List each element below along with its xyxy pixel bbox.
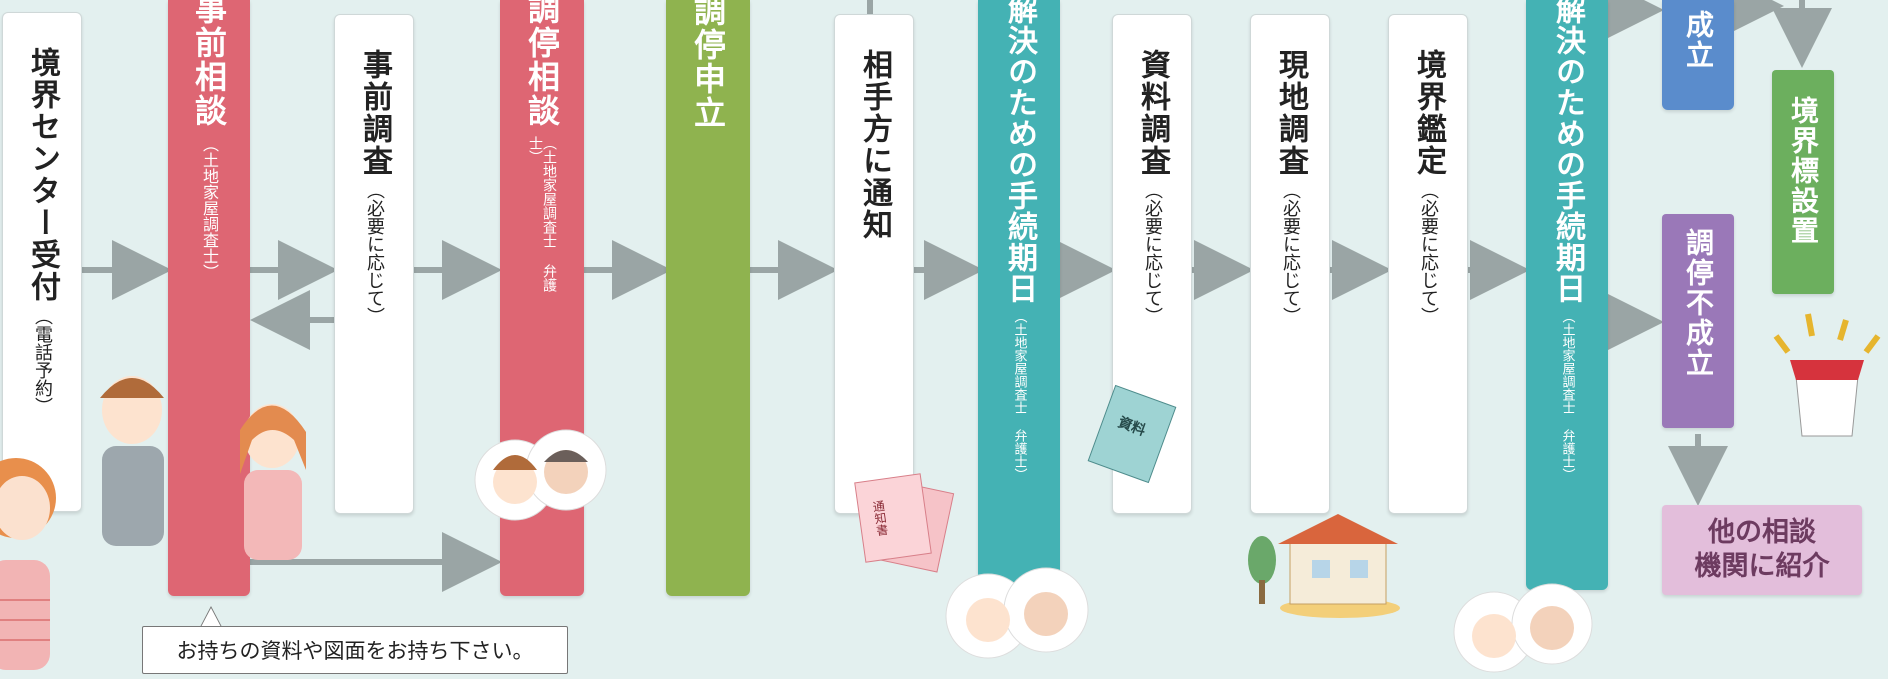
step-notify: 相手方に通知 bbox=[834, 14, 914, 514]
step-boundary-appraisal: 境界鑑定 （必要に応じて） bbox=[1388, 14, 1468, 514]
step-field-survey: 現地調査 （必要に応じて） bbox=[1250, 14, 1330, 514]
step-mediation-apply-title: 調停申立 bbox=[689, 0, 727, 130]
step-pre-consult-title: 事前相談 bbox=[190, 0, 228, 128]
step-pre-survey-title: 事前調査 bbox=[357, 49, 392, 177]
step-pre-consult-sub: （土地家屋調査士） bbox=[200, 136, 219, 280]
step-not-settled: 調停不成立 bbox=[1662, 214, 1734, 428]
step-notify-title: 相手方に通知 bbox=[857, 49, 892, 241]
callout-text: お持ちの資料や図面をお持ち下さい。 bbox=[176, 639, 534, 663]
step-procedure-date-2-sub: （土地家屋調査士 弁護士） bbox=[1559, 310, 1575, 481]
step-mediation-consult-title: 調停相談 bbox=[523, 0, 561, 128]
step-reception-title: 境界センター受付 bbox=[25, 47, 60, 303]
step-mediation-apply: 調停申立 bbox=[666, 0, 750, 596]
step-boundary-appraisal-sub: （必要に応じて） bbox=[1418, 181, 1439, 325]
step-reception-sub: （電話予約） bbox=[32, 307, 53, 415]
step-procedure-date-1: 解決のための手続期日 （土地家屋調査士 弁護士） bbox=[978, 0, 1060, 590]
step-procedure-date-2: 解決のための手続期日 （土地家屋調査士 弁護士） bbox=[1526, 0, 1608, 590]
step-pre-survey-sub: （必要に応じて） bbox=[364, 181, 385, 325]
step-document-survey-title: 資料調査 bbox=[1135, 49, 1170, 177]
step-document-survey: 資料調査 （必要に応じて） bbox=[1112, 14, 1192, 514]
step-procedure-date-2-title: 解決のための手続期日 bbox=[1550, 0, 1585, 304]
step-boundary-appraisal-title: 境界鑑定 bbox=[1411, 49, 1446, 177]
step-procedure-date-1-sub: （土地家屋調査士 弁護士） bbox=[1011, 310, 1027, 481]
step-not-settled-title: 調停不成立 bbox=[1682, 228, 1715, 378]
step-referral-line1: 他の相談 bbox=[1708, 517, 1816, 549]
step-reception: 境界センター受付 （電話予約） bbox=[2, 12, 82, 512]
step-pre-consult: 事前相談 （土地家屋調査士） bbox=[168, 0, 250, 596]
step-field-survey-title: 現地調査 bbox=[1273, 49, 1308, 177]
step-referral: 他の相談 機関に紹介 bbox=[1662, 505, 1862, 595]
callout-pointer-fill bbox=[201, 608, 221, 627]
step-field-survey-sub: （必要に応じて） bbox=[1280, 181, 1301, 325]
step-settled: 成立 bbox=[1662, 0, 1734, 110]
step-marker-install-title: 境界標設置 bbox=[1787, 96, 1820, 246]
step-pre-survey: 事前調査 （必要に応じて） bbox=[334, 14, 414, 514]
step-procedure-date-1-title: 解決のための手続期日 bbox=[1002, 0, 1037, 304]
step-mediation-consult: 調停相談 （土地家屋調査士 弁護士） bbox=[500, 0, 584, 596]
step-referral-line2: 機関に紹介 bbox=[1694, 551, 1830, 582]
step-marker-install: 境界標設置 bbox=[1772, 70, 1834, 294]
step-mediation-consult-sub: （土地家屋調査士 弁護士） bbox=[527, 136, 557, 292]
step-document-survey-sub: （必要に応じて） bbox=[1142, 181, 1163, 325]
step-settled-title: 成立 bbox=[1682, 10, 1715, 70]
callout-bring-documents: お持ちの資料や図面をお持ち下さい。 bbox=[142, 626, 568, 674]
